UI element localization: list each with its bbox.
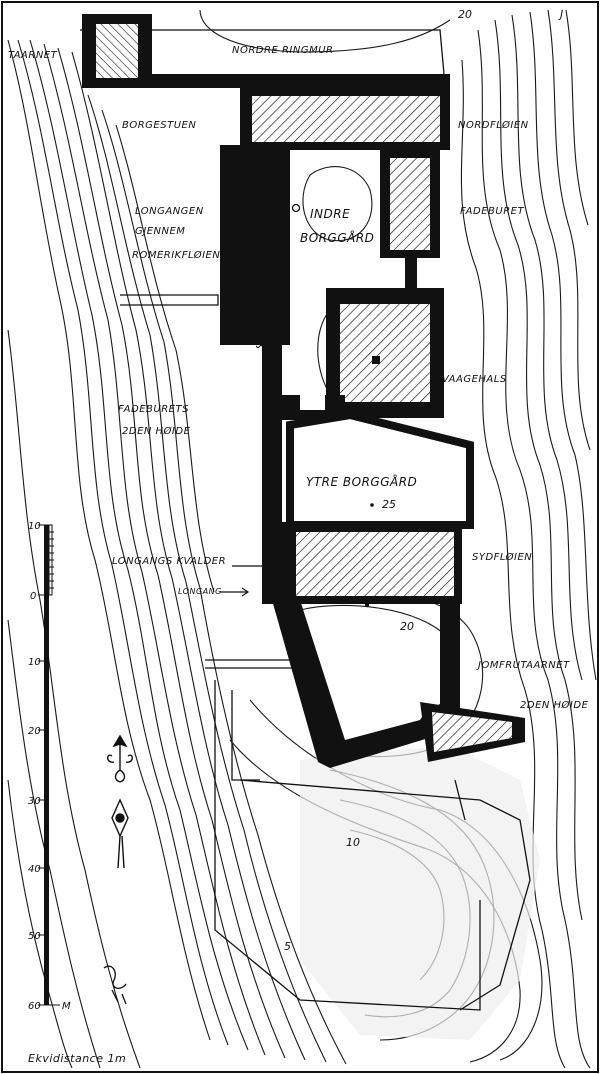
label-fadeburet: FADEBURET (460, 206, 524, 217)
label-fadeburets-2: 2DEN HØIDE (122, 425, 191, 437)
contour-20-south: 20 (400, 620, 414, 633)
castle-walls (82, 14, 525, 768)
contour-25: 25 (382, 498, 396, 511)
label-nordfloien: NORDFLØIEN (458, 119, 529, 131)
contour-top-right-b: J (558, 8, 563, 21)
contour-5: 5 (284, 940, 291, 953)
label-longangen-3: ROMERIKFLØIEN (132, 249, 220, 261)
scale-tick-label: 0 (30, 591, 36, 602)
label-longangs-kvalder: LONGANGS KVALDER (112, 556, 226, 567)
longang-arrow (220, 587, 250, 597)
label-fadeburets-1: FADEBURETS (118, 404, 189, 415)
contour-10: 10 (346, 836, 360, 849)
scale-tick-label: 20 (28, 726, 41, 737)
scale-tick-label: 10 (28, 657, 41, 668)
point-marker (370, 503, 374, 507)
label-vaagehals: VAAGEHALS (442, 374, 507, 385)
caption-ekvidistance: Ekvidistance 1m (28, 1052, 126, 1065)
label-longangen-1: LONGANGEN (135, 206, 204, 217)
label-sydfloien: SYDFLØIEN (472, 551, 532, 563)
boundary-lines (80, 29, 531, 1011)
label-indre-1: INDRE (310, 207, 350, 221)
scale-tick-label: 50 (28, 931, 41, 942)
label-indre-2: BORGGÅRD (300, 230, 374, 245)
south-terrain (300, 745, 540, 1040)
label-ytre-borggard: YTRE BORGGÅRD (306, 474, 417, 489)
label-longang: LONGANG (178, 587, 222, 596)
point-marker (365, 603, 369, 607)
label-nordre-ringmur: NORDRE RINGMUR (232, 45, 333, 56)
scale-unit: M (62, 1001, 71, 1012)
label-borgestuen: BORGESTUEN (122, 120, 196, 131)
north-arrow-icon (107, 734, 133, 869)
scale-bar: 10 0 10 20 30 40 50 60 M (28, 521, 71, 1012)
label-jomfrutaarnet: JOMFRUTAARNET (476, 660, 570, 671)
scale-tick-label: 60 (28, 1001, 41, 1012)
scale-tick-label: 10 (28, 521, 41, 532)
contour-20-top: 20 (458, 8, 472, 21)
scale-tick-label: 40 (28, 864, 41, 875)
label-tower-nw: TAARNET (8, 50, 58, 61)
well-marker (291, 203, 301, 213)
label-jomfru-2: 2DEN HØIDE (520, 699, 589, 711)
scale-tick-label: 30 (28, 796, 41, 807)
label-longangen-2: GJENNEM (135, 226, 185, 237)
monogram-icon (103, 965, 127, 1005)
